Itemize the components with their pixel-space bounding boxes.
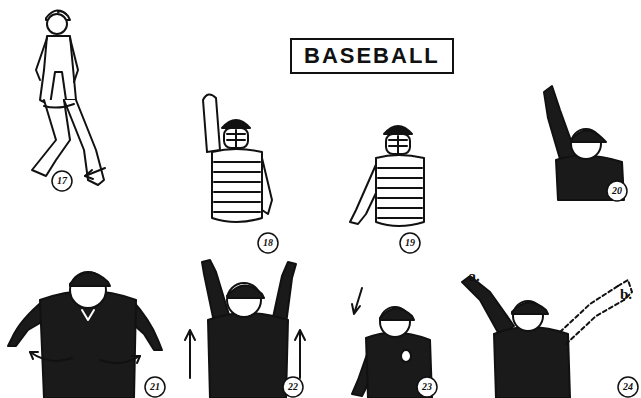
figure-24	[462, 276, 570, 398]
callout-letter: b.	[620, 287, 632, 302]
down-arrow	[352, 288, 362, 314]
sweep-arrows	[30, 352, 140, 363]
title-box: BASEBALL	[290, 38, 454, 74]
callout-number: 20	[612, 186, 622, 196]
callout-number: 22	[288, 382, 298, 392]
figure-19	[350, 126, 424, 226]
dashed-arm	[560, 280, 632, 344]
callout-number: 23	[422, 382, 432, 392]
callout-number: 21	[150, 382, 160, 392]
figure-17	[32, 10, 104, 185]
motion-arrow	[85, 168, 105, 176]
arrow-head	[85, 170, 93, 179]
callout-letter: a.	[468, 269, 479, 284]
callout-circles	[52, 171, 638, 397]
callout-number: 17	[57, 176, 67, 186]
callout-number: 19	[405, 238, 415, 248]
callout-number: 24	[623, 382, 633, 392]
callout-number: 18	[263, 238, 273, 248]
figure-18	[203, 94, 272, 222]
figure-21	[8, 272, 162, 398]
raise-arrows	[185, 330, 305, 378]
figure-22	[202, 260, 296, 398]
